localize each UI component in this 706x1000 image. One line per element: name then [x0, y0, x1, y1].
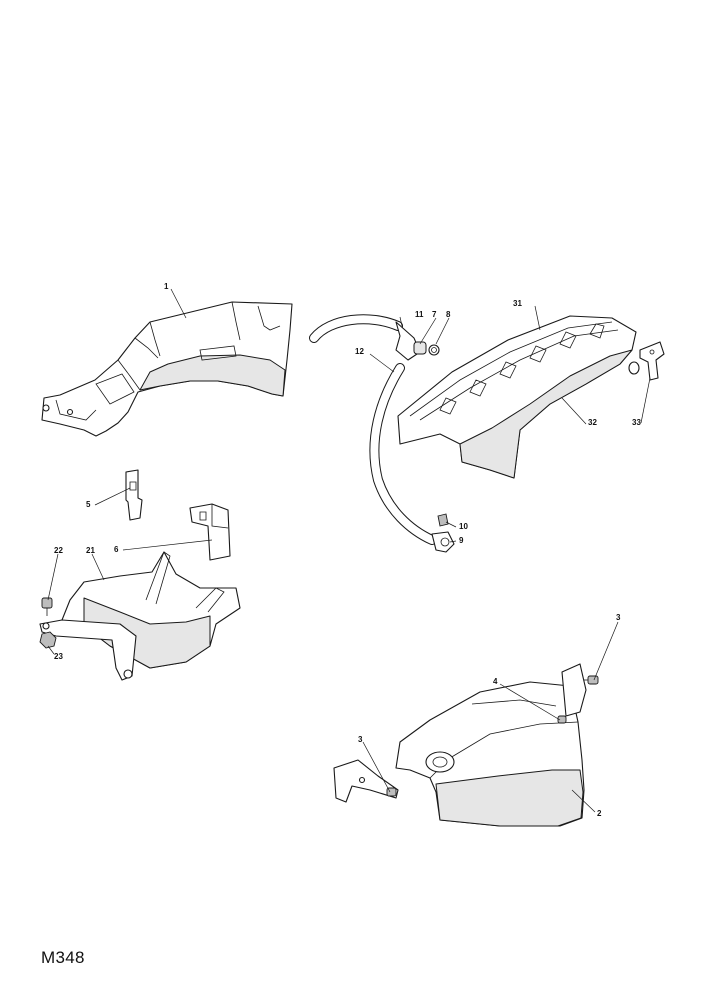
leader-lines	[47, 288, 651, 813]
part-21-lower-duct	[39, 551, 241, 681]
callout-23: 23	[54, 652, 63, 661]
part-12-hose	[309, 314, 437, 545]
callout-7: 7	[432, 310, 437, 319]
part-22-bolt	[41, 597, 53, 616]
callout-2: 2	[597, 809, 602, 818]
part-9-fitting	[431, 531, 455, 553]
part-31-intake-duct	[397, 315, 640, 479]
callout-4: 4	[493, 677, 498, 686]
part-3-screw-upper	[584, 675, 599, 685]
part-4-screw	[557, 715, 567, 724]
callout-6: 6	[114, 545, 119, 554]
callout-31: 31	[513, 299, 522, 308]
part-10-clip	[437, 513, 449, 527]
callout-12: 12	[355, 347, 364, 356]
callout-5: 5	[86, 500, 91, 509]
part-23-nut	[39, 631, 57, 649]
drawing-code-label: M348	[41, 948, 85, 967]
callout-8: 8	[446, 310, 451, 319]
part-6-bracket	[189, 503, 231, 561]
callout-33: 33	[632, 418, 641, 427]
callout-32: 32	[588, 418, 597, 427]
callout-11: 11	[415, 310, 424, 319]
callout-9: 9	[459, 536, 464, 545]
callout-3-upper: 3	[616, 613, 621, 622]
part-2-lower-shroud	[333, 663, 587, 827]
callout-21: 21	[86, 546, 95, 555]
callout-3-lower: 3	[358, 735, 363, 744]
part-1-upper-duct	[41, 301, 293, 437]
callout-22: 22	[54, 546, 63, 555]
part-7-connector	[395, 321, 427, 361]
callout-1: 1	[164, 282, 169, 291]
part-33-bracket	[639, 341, 665, 381]
part-5-bracket	[125, 469, 143, 521]
callout-10: 10	[459, 522, 468, 531]
part-8-clip	[428, 344, 440, 356]
